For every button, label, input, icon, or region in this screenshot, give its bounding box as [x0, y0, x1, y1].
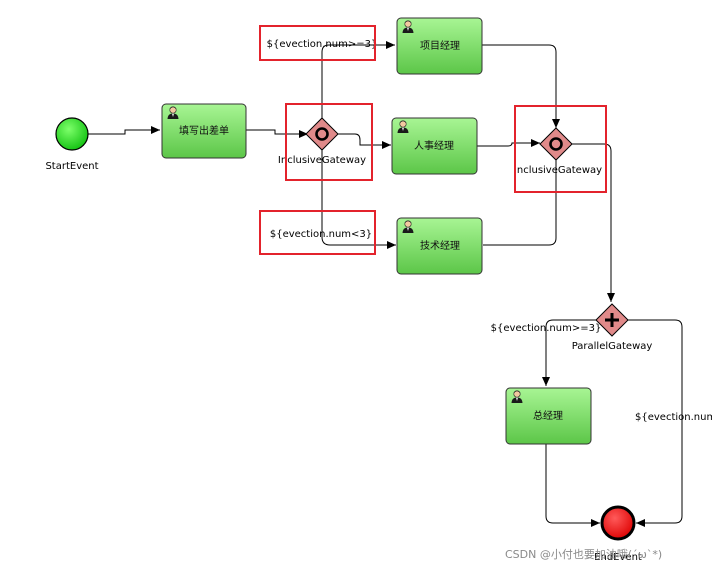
task-fill-trip-label: 填写出差单 [179, 124, 229, 137]
highlight-split-gateway [285, 103, 373, 181]
end-event[interactable] [600, 505, 636, 541]
flow-parallel-to-gm [542, 319, 597, 386]
highlight-tech-condition [259, 210, 376, 255]
inclusive-gateway-split[interactable] [305, 117, 339, 151]
highlight-boxes [259, 25, 607, 255]
task-hr-manager-label: 人事经理 [414, 139, 454, 152]
watermark: CSDN @小付也要加油哦(´ω`*) [505, 547, 662, 561]
task-general-manager-label: 总经理 [533, 409, 563, 422]
inclusive-gateway-join[interactable] [539, 127, 573, 161]
parallel-gateway-label: ParallelGateway [572, 341, 653, 352]
task-fill-trip[interactable]: 填写出差单 [161, 103, 247, 159]
circle-icon [315, 127, 329, 141]
inclusive-gateway-split-label: InclusiveGateway [278, 155, 366, 166]
task-general-manager[interactable]: 总经理 [505, 387, 592, 445]
circle-icon [549, 137, 563, 151]
flow-start-to-fill [88, 126, 160, 135]
flow-parallel-to-end [627, 319, 683, 527]
condition-label-tech: ${evection.num<3} [270, 229, 372, 240]
highlight-join-gateway [514, 105, 607, 193]
start-event-label: StartEvent [45, 161, 98, 172]
flow-project-to-join [482, 44, 560, 128]
highlight-project-condition [259, 25, 376, 61]
flow-tech-to-join [483, 160, 557, 246]
task-project-manager-label: 项目经理 [420, 39, 460, 52]
task-hr-manager[interactable]: 人事经理 [391, 117, 478, 175]
end-event-label: EndEvent [594, 552, 642, 563]
task-tech-manager-label: 技术经理 [420, 239, 460, 252]
flow-gateway-to-tech [321, 150, 396, 249]
task-tech-manager[interactable]: 技术经理 [396, 217, 483, 275]
inclusive-gateway-join-label: InclusiveGateway [514, 165, 602, 176]
plus-icon [605, 313, 619, 327]
condition-label-project: ${evection.num>=3} [267, 39, 378, 50]
flow-fill-to-gateway [246, 129, 308, 138]
task-project-manager[interactable]: 项目经理 [396, 17, 483, 75]
start-event[interactable] [55, 117, 89, 151]
flow-join-to-parallel [572, 143, 615, 302]
sequence-flows [88, 41, 683, 527]
flow-gateway-to-hr [336, 133, 391, 149]
parallel-gateway[interactable] [595, 303, 629, 337]
condition-label-gm: ${evection.num>=3} [491, 323, 602, 334]
flow-hr-to-join [477, 139, 540, 147]
flow-gm-to-end [545, 444, 600, 527]
condition-label-end: ${evection.num< [635, 412, 712, 423]
flow-gateway-to-project [321, 41, 395, 118]
